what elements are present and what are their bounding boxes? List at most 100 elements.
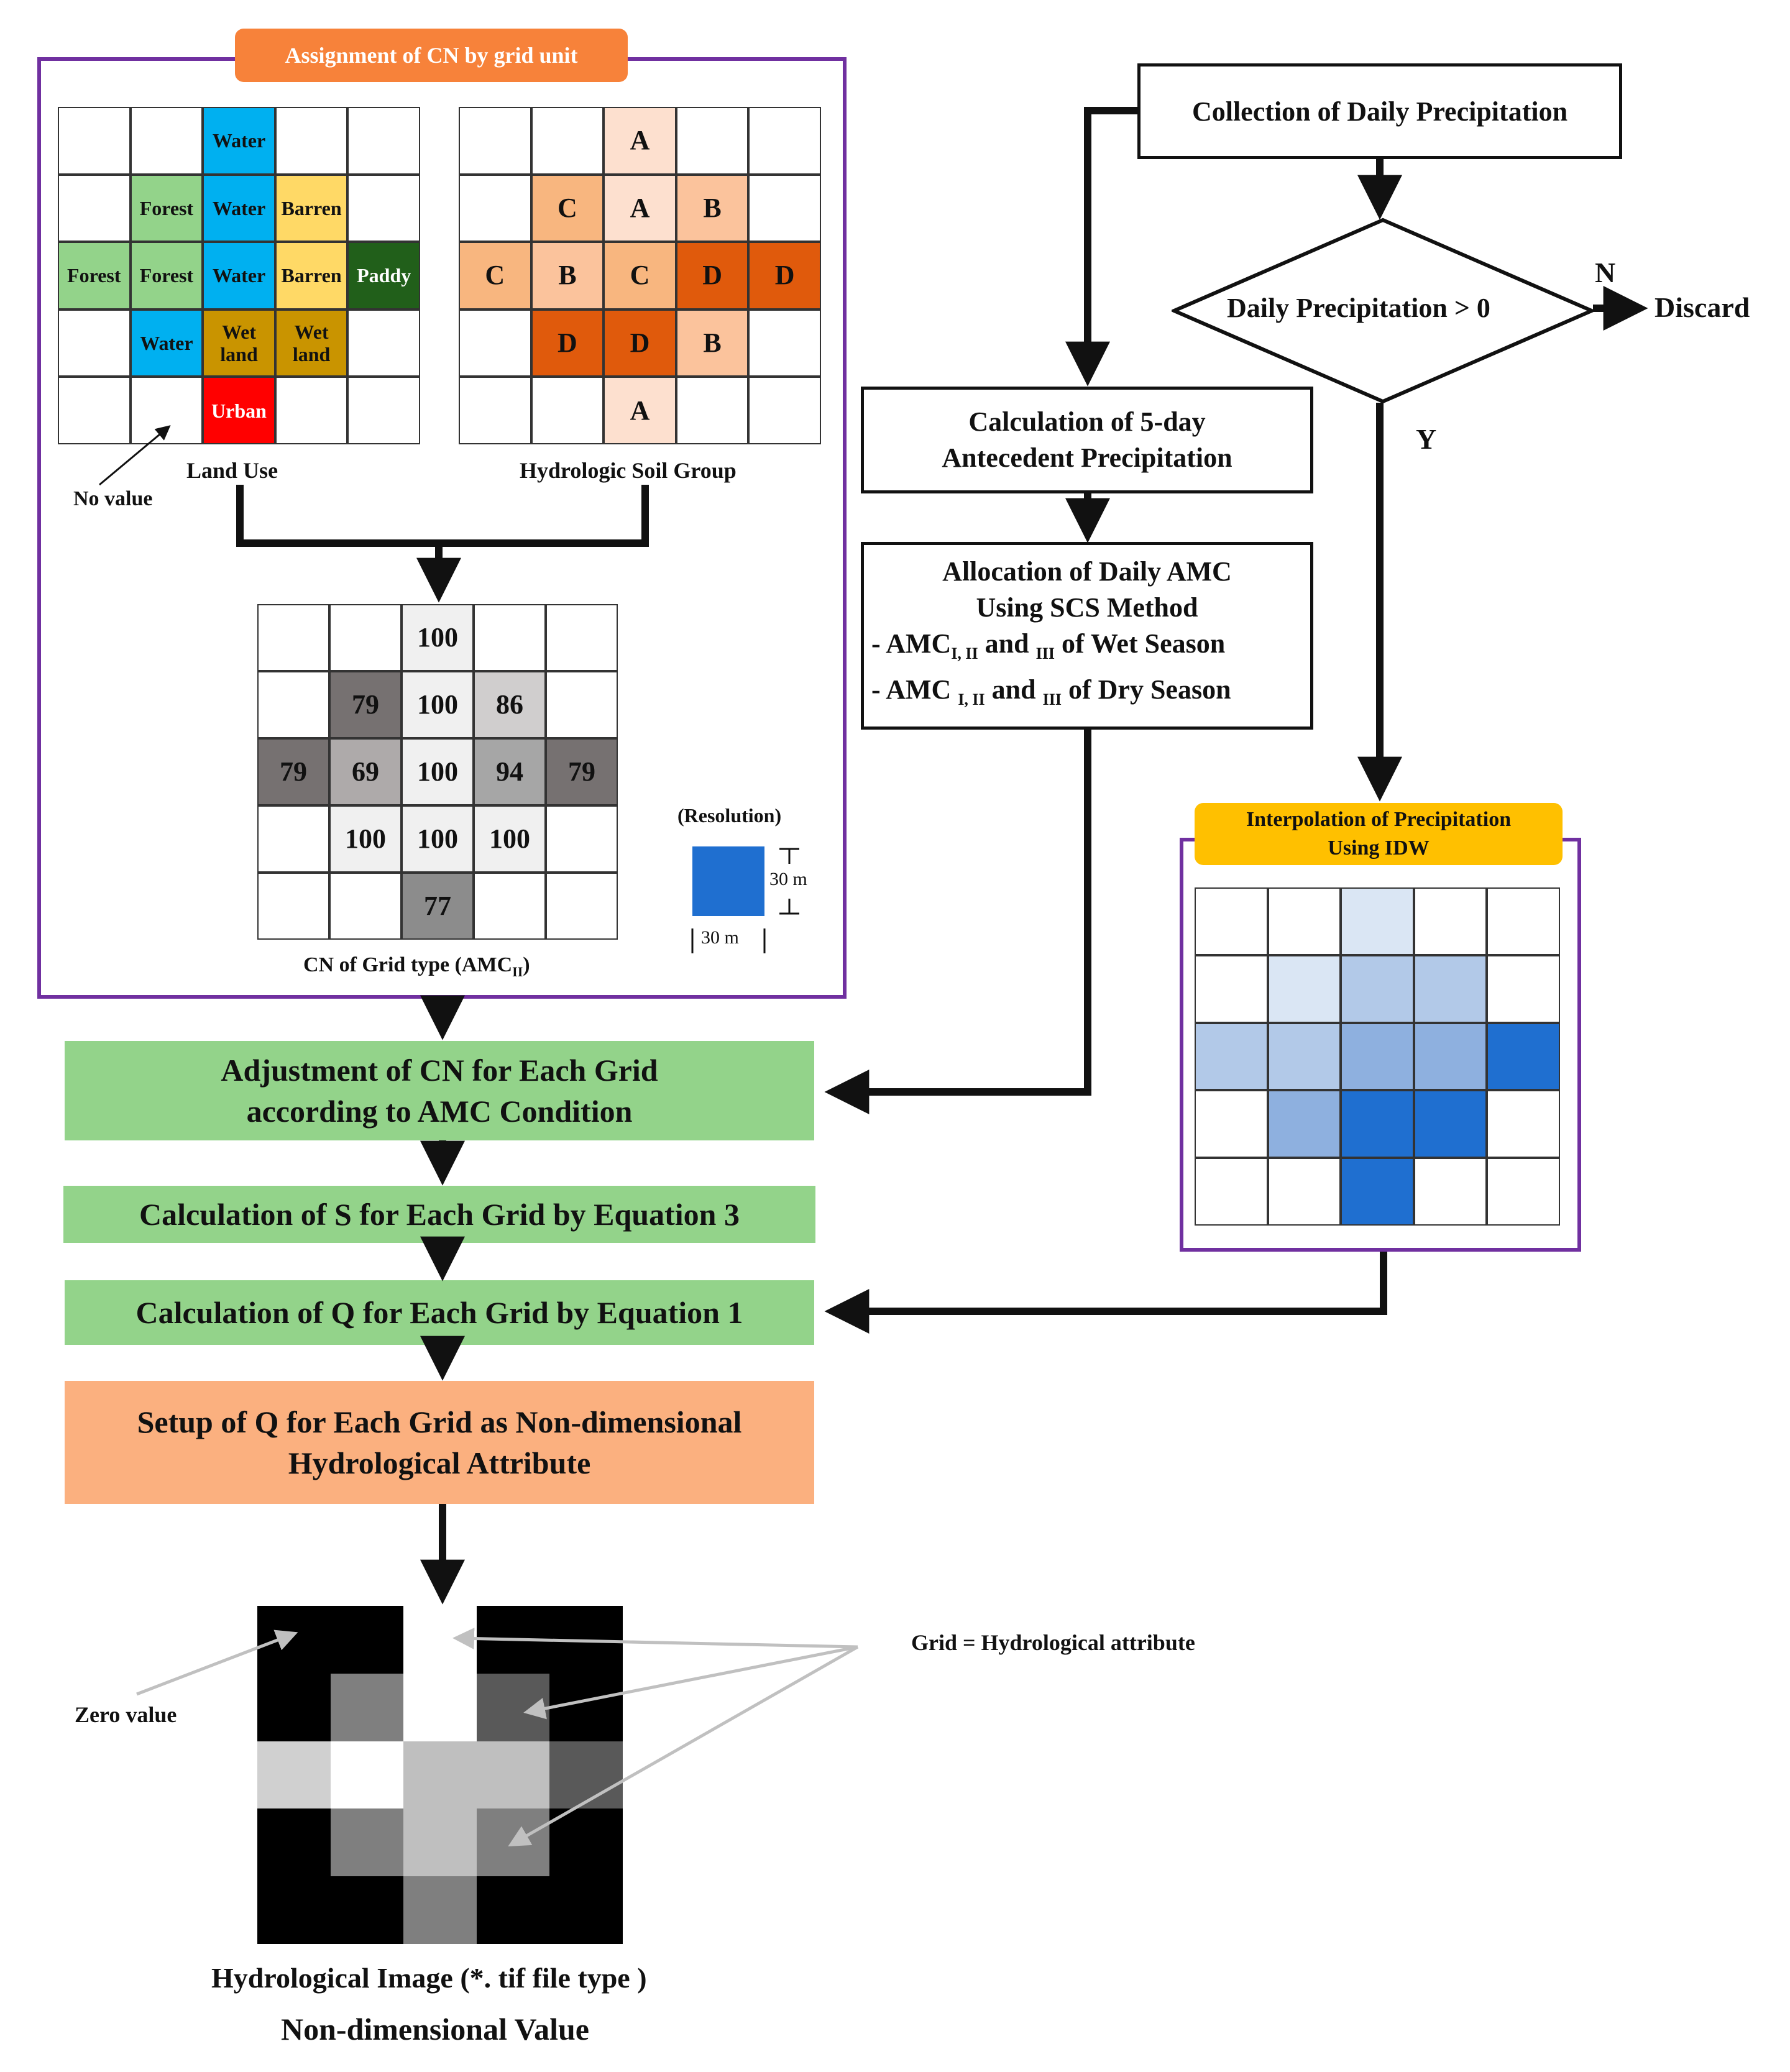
landuse-cell — [347, 309, 420, 377]
soil-cell — [459, 377, 531, 444]
soil-cell: B — [531, 242, 604, 309]
soil-cell: D — [531, 309, 604, 377]
cn-cell: 100 — [402, 671, 474, 738]
cn-cell — [257, 671, 329, 738]
cn-cell — [329, 873, 402, 940]
cn-cell — [329, 604, 402, 671]
landuse-cell: Barren — [275, 242, 348, 309]
cn-cell: 100 — [402, 604, 474, 671]
landuse-cell — [58, 309, 131, 377]
resolution-ticks — [691, 848, 799, 953]
idw-cell — [1195, 887, 1268, 955]
landuse-cell: Water — [130, 309, 203, 377]
landuse-cell: Paddy — [347, 242, 420, 309]
landuse-cell — [347, 377, 420, 444]
merge-connector — [236, 485, 649, 603]
soil-cell — [459, 309, 531, 377]
cn-cell — [474, 604, 546, 671]
idw-cell — [1341, 1090, 1414, 1158]
hydro-cell — [257, 1808, 331, 1877]
hydro-cell — [330, 1606, 404, 1674]
calc-q-box: Calculation of Q for Each Grid by Equati… — [65, 1280, 814, 1345]
hydro-cell — [476, 1876, 550, 1944]
idw-cell — [1341, 955, 1414, 1023]
landuse-cell — [275, 107, 348, 175]
soil-cell — [459, 174, 531, 242]
idw-cell — [1413, 1022, 1487, 1091]
idw-cell — [1341, 887, 1414, 955]
landuse-cell: Forest — [58, 242, 131, 309]
landuse-cell: Forest — [130, 174, 203, 242]
soil-cell: D — [604, 309, 676, 377]
idw-cell — [1487, 1090, 1560, 1158]
no-value-pointer — [99, 425, 171, 486]
soil-cell: A — [604, 377, 676, 444]
cn-cell: 77 — [402, 873, 474, 940]
resolution-title: (Resolution) — [677, 804, 782, 827]
idw-cell — [1413, 1090, 1487, 1158]
soil-cell: D — [676, 242, 749, 309]
landuse-cell — [275, 377, 348, 444]
hydro-cell — [257, 1876, 331, 1944]
hydro-cell — [403, 1741, 477, 1809]
landuse-cell — [58, 174, 131, 242]
cn-cell — [257, 873, 329, 940]
idw-cell — [1195, 1022, 1268, 1091]
soil-cell: C — [459, 242, 531, 309]
soil-cell — [748, 107, 821, 175]
idw-cell — [1413, 955, 1487, 1023]
zero-value-label: Zero value — [75, 1702, 177, 1727]
hydro-cell — [549, 1808, 623, 1877]
idw-tag: Interpolation of Precipitation Using IDW — [1195, 803, 1563, 865]
soil-cell — [531, 377, 604, 444]
setup-box: Setup of Q for Each Grid as Non-dimensio… — [65, 1381, 814, 1504]
landuse-cell — [130, 107, 203, 175]
cn-cell: 100 — [402, 738, 474, 805]
idw-cell — [1267, 1090, 1341, 1158]
soil-cell — [748, 174, 821, 242]
no-label: N — [1595, 257, 1616, 288]
calc-5day-box: Calculation of 5-day Antecedent Precipit… — [861, 387, 1313, 493]
soil-cell: C — [531, 174, 604, 242]
idw-cell — [1341, 1158, 1414, 1226]
hydro-cell — [549, 1673, 623, 1741]
hydro-cell — [330, 1673, 404, 1741]
landuse-cell: Forest — [130, 242, 203, 309]
soil-cell — [676, 377, 749, 444]
idw-cell — [1195, 1158, 1268, 1226]
hydro-cell — [476, 1741, 550, 1809]
soil-cell — [459, 107, 531, 175]
soil-cell: A — [604, 174, 676, 242]
hydro-cell — [403, 1876, 477, 1944]
cn-cell — [546, 671, 618, 738]
resolution-width-label: 30 m — [701, 927, 739, 948]
soil-cell — [748, 377, 821, 444]
hydro-cell — [403, 1808, 477, 1877]
hydro-cell — [330, 1808, 404, 1877]
cn-cell: 94 — [474, 738, 546, 805]
adjustment-box: Adjustment of CN for Each Grid according… — [65, 1041, 814, 1140]
idw-cell — [1267, 887, 1341, 955]
soil-cell — [531, 107, 604, 175]
soil-cell: C — [604, 242, 676, 309]
land-use-label: Land Use — [186, 458, 278, 483]
collection-box: Collection of Daily Precipitation — [1137, 63, 1622, 159]
idw-cell — [1267, 955, 1341, 1023]
idw-cell — [1487, 1158, 1560, 1226]
cn-cell: 79 — [329, 671, 402, 738]
landuse-cell: Water — [203, 242, 275, 309]
soil-cell — [748, 309, 821, 377]
no-value-label: No value — [73, 487, 153, 510]
soil-cell: B — [676, 174, 749, 242]
soil-cell: B — [676, 309, 749, 377]
cn-cell — [474, 873, 546, 940]
hydro-cell — [257, 1673, 331, 1741]
soil-cell: D — [748, 242, 821, 309]
idw-cell — [1487, 955, 1560, 1023]
idw-cell — [1267, 1022, 1341, 1091]
cn-cell: 100 — [402, 805, 474, 873]
idw-cell — [1195, 1090, 1268, 1158]
grid-attribute-label: Grid = Hydrological attribute — [911, 1630, 1195, 1655]
